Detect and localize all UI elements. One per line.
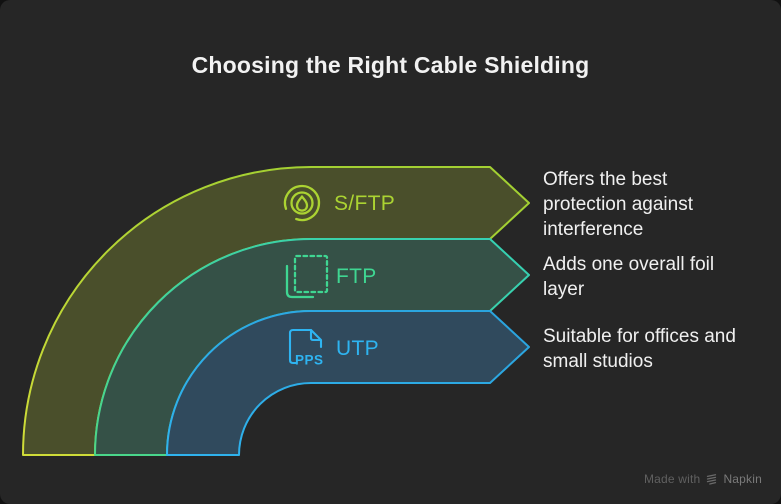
page-title: Choosing the Right Cable Shielding xyxy=(191,52,590,78)
watermark-brand: Napkin xyxy=(723,472,762,486)
band-label-utp: UTP xyxy=(336,337,379,360)
file-icon-text: PPS xyxy=(295,353,324,368)
band-label-ftp: FTP xyxy=(336,265,377,288)
napkin-logo-icon xyxy=(707,473,717,485)
band-utp-shape xyxy=(166,310,530,456)
dashed-selection-icon xyxy=(285,254,329,299)
description-ftp: Adds one overall foil layer xyxy=(543,254,715,300)
file-pps-icon: PPS xyxy=(288,328,324,368)
watermark: Made with Napkin xyxy=(644,472,762,486)
watermark-prefix: Made with xyxy=(643,472,701,486)
description-sftp: Offers the best protection against inter… xyxy=(543,169,693,240)
description-utp: Suitable for offices and small studios xyxy=(543,326,736,372)
flame-hotspot-icon xyxy=(283,184,321,222)
band-label-sftp: S/FTP xyxy=(334,192,396,215)
